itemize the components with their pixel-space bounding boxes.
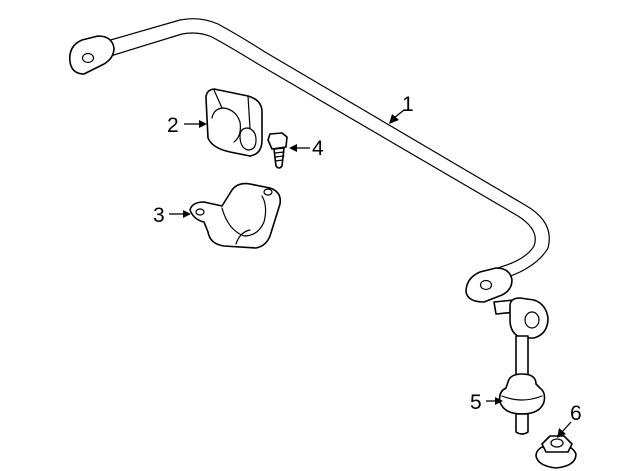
bushing-bore: [239, 127, 257, 151]
callout-label-5: 5: [470, 391, 482, 414]
bushing-edge-line: [213, 89, 251, 129]
callout-6-arrowhead: [557, 428, 566, 438]
callout-1-leader: [393, 109, 405, 119]
callout-2-arrowhead: [199, 120, 207, 128]
callout-2: 2: [167, 114, 207, 137]
callout-4-arrowhead: [289, 144, 297, 152]
bushing-slot: [211, 107, 241, 143]
stabilizer-link: [493, 297, 549, 435]
stabilizer-bar-outer-edge: [99, 18, 550, 284]
bolt-thread: [274, 151, 285, 162]
link-lower-boot: [498, 373, 546, 415]
callout-6-leader: [561, 421, 572, 433]
bar-bushing: [205, 88, 263, 157]
bushing-body: [205, 88, 263, 157]
callout-5: 5: [470, 391, 503, 414]
stabilizer-bar-left-eye-hole: [81, 52, 95, 64]
bracket-bolt: [267, 132, 288, 169]
callout-label-3: 3: [153, 204, 165, 227]
stabilizer-bar-inner-edge: [103, 32, 536, 272]
callout-label-4: 4: [312, 137, 324, 160]
link-lower-boot-ring: [501, 395, 543, 401]
bracket-left-hole: [195, 208, 205, 216]
stabilizer-bar-right-eye: [465, 267, 513, 303]
link-lower-stud: [515, 413, 529, 435]
link-upper-ball-joint: [509, 297, 549, 339]
callout-label-2: 2: [167, 114, 179, 137]
stabilizer-bar-right-eye-hole: [479, 279, 493, 291]
bracket-right-hole: [263, 188, 273, 196]
callout-6: 6: [557, 402, 582, 438]
callout-3-arrowhead: [183, 210, 191, 218]
callout-4: 4: [289, 137, 324, 160]
callout-5-arrowhead: [495, 397, 503, 405]
stabilizer-bar: [68, 18, 550, 303]
nut-hex: [541, 435, 573, 453]
callout-1: 1: [389, 93, 414, 124]
nut-bore: [550, 438, 564, 448]
bracket-saddle: [221, 195, 267, 237]
bushing-bracket: [189, 182, 282, 249]
callout-label-6: 6: [570, 402, 582, 425]
link-upper-ball-socket: [524, 311, 540, 329]
link-nut: [535, 435, 577, 469]
bracket-body: [189, 182, 282, 249]
bolt-head: [267, 132, 288, 150]
callout-1-arrowhead: [389, 114, 399, 124]
callout-3: 3: [153, 204, 191, 227]
bracket-flange-line: [235, 229, 251, 245]
link-rod: [515, 335, 529, 379]
bolt-shank: [273, 147, 285, 169]
callout-label-1: 1: [402, 93, 414, 116]
